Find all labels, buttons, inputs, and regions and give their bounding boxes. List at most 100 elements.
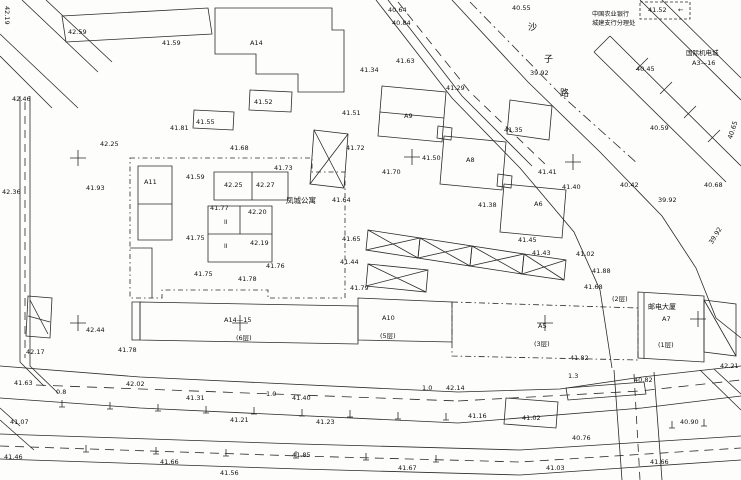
building-name-label: 邮电大厦: [648, 303, 676, 311]
floor-count-label: (5层): [380, 332, 396, 340]
elevation-label: 42.02: [126, 380, 145, 388]
elevation-label: 41.52: [648, 6, 667, 14]
building-label: A5: [538, 322, 547, 330]
elevation-label: 42.19: [3, 6, 11, 25]
building-name-label: 凤城公寓: [286, 196, 316, 205]
road-tick: [153, 447, 159, 454]
building-label: A6: [534, 200, 543, 208]
top-right-slabs: [594, 0, 741, 182]
elevation-label: 40.64: [388, 6, 407, 14]
elevation-label: 39.92: [707, 225, 724, 246]
floor-count-label: (1层): [658, 341, 674, 349]
road-width-label: 1.3: [568, 372, 579, 380]
elevation-label: 40.90: [680, 418, 699, 426]
building-label: A14: [250, 39, 263, 47]
bank-name-line2: 城建支行分理处: [592, 20, 636, 27]
building-label: A14—15: [224, 316, 252, 324]
elevation-label: 42.44: [86, 326, 105, 334]
elevation-label: 41.43: [532, 249, 551, 257]
road-tick: [223, 449, 229, 456]
elevation-label: 42.19: [250, 239, 269, 247]
survey-cross: [537, 315, 553, 331]
road-tick: [395, 412, 401, 419]
elevation-label: 41.70: [382, 168, 401, 176]
building-label: A3—16: [692, 59, 716, 67]
elevation-label: 41.59: [162, 39, 181, 47]
elevation-label: 42.46: [12, 95, 31, 103]
survey-cross: [232, 315, 248, 331]
elevation-label: 41.16: [468, 412, 487, 420]
elevation-label: 42.17: [26, 348, 45, 356]
road-tick-marks: [59, 400, 707, 462]
elevation-label: 41.55: [196, 118, 215, 126]
elevation-label: 41.81: [170, 124, 189, 132]
room-mark: II: [224, 219, 228, 226]
elevation-label: 41.46: [4, 453, 23, 461]
elevation-label: 42.25: [224, 181, 243, 189]
diagonal-road: [376, 0, 741, 368]
elevation-label: 42.20: [248, 208, 267, 216]
elevation-label: 40.76: [572, 434, 591, 442]
elevation-label: 41.65: [342, 235, 361, 243]
elevation-label: 42.14: [446, 384, 465, 392]
floor-count-label: (2层): [612, 295, 628, 303]
elevation-label: 41.68: [230, 144, 249, 152]
elevation-label: 41.73: [274, 164, 293, 172]
elevation-label: 41.35: [504, 126, 523, 134]
elevation-label: 41.23: [316, 418, 335, 426]
elevation-label: 40.84: [392, 19, 411, 27]
elevation-label: 41.31: [186, 394, 205, 402]
elevation-label: 42.21: [720, 362, 739, 370]
elevation-label: 41.45: [518, 236, 537, 244]
building-label: A7: [662, 315, 671, 323]
elevation-label: 41.78: [238, 275, 257, 283]
elevation-label: 41.02: [576, 250, 595, 258]
room-mark: II: [224, 243, 228, 250]
floor-count-label: (3层): [534, 340, 550, 348]
survey-cross: [565, 154, 581, 170]
road-tick: [107, 402, 113, 409]
top-left-buildings: [0, 0, 344, 130]
elevation-label: 41.41: [538, 168, 557, 176]
bottom-roads: [0, 366, 741, 480]
elevation-label: 41.64: [332, 196, 351, 204]
survey-cross: [404, 149, 420, 165]
elevation-label: 42.25: [100, 140, 119, 148]
road-name-char: 沙: [528, 23, 538, 33]
crosswalk-bars: [504, 382, 646, 428]
apartment-compound: [130, 158, 345, 298]
elevation-label: 41.03: [546, 464, 565, 472]
elevation-label: 40.65: [726, 119, 740, 141]
road-tick: [701, 419, 707, 426]
road-tick: [299, 409, 305, 416]
elevation-label: 42.36: [2, 188, 21, 196]
elevation-label: 41.76: [266, 262, 285, 270]
elevation-label: 41.38: [478, 201, 497, 209]
braced-tower: [310, 130, 348, 188]
elevation-label: 41.56: [220, 469, 239, 477]
stepped-buildings: [378, 86, 566, 238]
survey-cross-marks: [70, 149, 706, 331]
elevation-label: 41.72: [346, 144, 365, 152]
survey-cross: [70, 315, 86, 331]
arrow-icon: ←: [678, 6, 684, 14]
building-label: A10: [382, 314, 395, 322]
elevation-label: 41.75: [186, 234, 205, 242]
elevation-label: 41.93: [86, 184, 105, 192]
building-label: A8: [466, 156, 475, 164]
road-tick: [669, 421, 675, 428]
elevation-label: 40.45: [636, 65, 655, 73]
elevation-label: 41.52: [254, 98, 273, 106]
elevation-label: 41.40: [292, 394, 311, 402]
x-braced-sheds: [366, 230, 566, 292]
elevation-label: 41.50: [422, 154, 441, 162]
elevation-label: 40.55: [512, 4, 531, 12]
elevation-label: 39.92: [658, 196, 677, 204]
elevation-label: 41.82: [570, 354, 589, 362]
road-tick: [83, 445, 89, 452]
bank-name-line1: 中国农业银行: [592, 11, 630, 18]
road-name-char: 路: [560, 89, 570, 99]
building-name-label: 国际机电城: [686, 49, 719, 57]
